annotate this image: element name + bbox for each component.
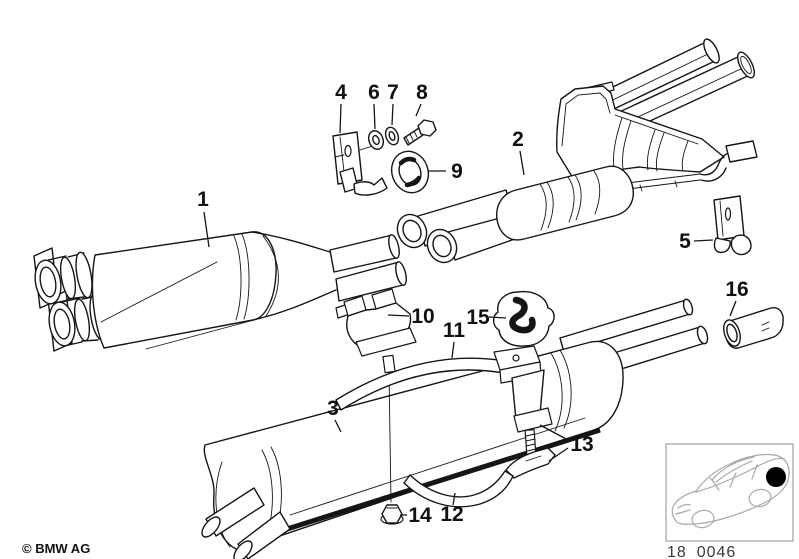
washer-7 — [384, 126, 400, 146]
copyright-text: © BMW AG — [22, 541, 90, 556]
leader-2 — [519, 150, 525, 176]
callout-4[interactable]: 4 — [335, 81, 347, 104]
car-silhouette-icon — [671, 453, 790, 529]
washer-6 — [367, 130, 385, 150]
strap-11 — [335, 345, 545, 421]
callout-1[interactable]: 1 — [197, 188, 209, 211]
front-catalyst-assembly — [33, 231, 407, 352]
callouts: 1 2 3 4 5 6 7 8 9 10 11 12 13 14 15 16 — [197, 81, 749, 527]
leader-16 — [729, 300, 737, 317]
callout-2[interactable]: 2 — [512, 128, 524, 151]
diagram-code: 18_0046 — [667, 544, 736, 559]
vehicle-location-inset: 18_0046 — [665, 443, 794, 559]
center-muffler-assembly — [396, 38, 758, 264]
callout-16[interactable]: 16 — [725, 278, 748, 301]
bracket-4 — [332, 131, 388, 196]
callout-7[interactable]: 7 — [387, 81, 399, 104]
hanger-bracket-10 — [335, 288, 417, 503]
leader-15 — [488, 316, 507, 319]
catalyst-body — [496, 165, 634, 241]
leader-11 — [451, 341, 455, 359]
callout-15[interactable]: 15 — [466, 306, 490, 329]
leader-12 — [452, 492, 456, 506]
front-silencer-body — [91, 231, 277, 349]
rubber-ring-9 — [390, 150, 430, 194]
callout-8[interactable]: 8 — [416, 81, 428, 104]
leader-10 — [387, 314, 410, 317]
mounting-hardware — [332, 119, 784, 525]
leader-5 — [693, 239, 714, 242]
leader-13 — [539, 424, 569, 462]
callout-12[interactable]: 12 — [440, 503, 463, 526]
bolt-8 — [403, 119, 437, 146]
bracket-5 — [713, 195, 752, 256]
callout-5[interactable]: 5 — [679, 230, 691, 253]
location-dot — [766, 467, 786, 487]
shield-hanger-arm — [699, 152, 729, 182]
callout-14[interactable]: 14 — [408, 504, 432, 527]
tailpipe-upper — [205, 487, 265, 537]
leader-8 — [415, 103, 422, 117]
nut-14 — [380, 504, 404, 525]
callout-6[interactable]: 6 — [368, 81, 380, 104]
callout-11[interactable]: 11 — [443, 319, 466, 342]
callout-9[interactable]: 9 — [451, 160, 463, 183]
leader-3 — [334, 419, 342, 433]
leader-6 — [373, 103, 376, 130]
strap-12 — [403, 470, 514, 508]
leader-7 — [391, 103, 394, 126]
callout-13[interactable]: 13 — [570, 433, 593, 456]
callout-3[interactable]: 3 — [327, 397, 339, 420]
callout-10[interactable]: 10 — [411, 305, 434, 328]
heat-shield — [556, 85, 725, 184]
rubber-grommet-15 — [492, 290, 555, 347]
leader-1 — [203, 211, 210, 248]
tailpipe-tip-16 — [723, 307, 784, 349]
inset-frame — [665, 443, 794, 542]
leader-4 — [339, 103, 342, 134]
